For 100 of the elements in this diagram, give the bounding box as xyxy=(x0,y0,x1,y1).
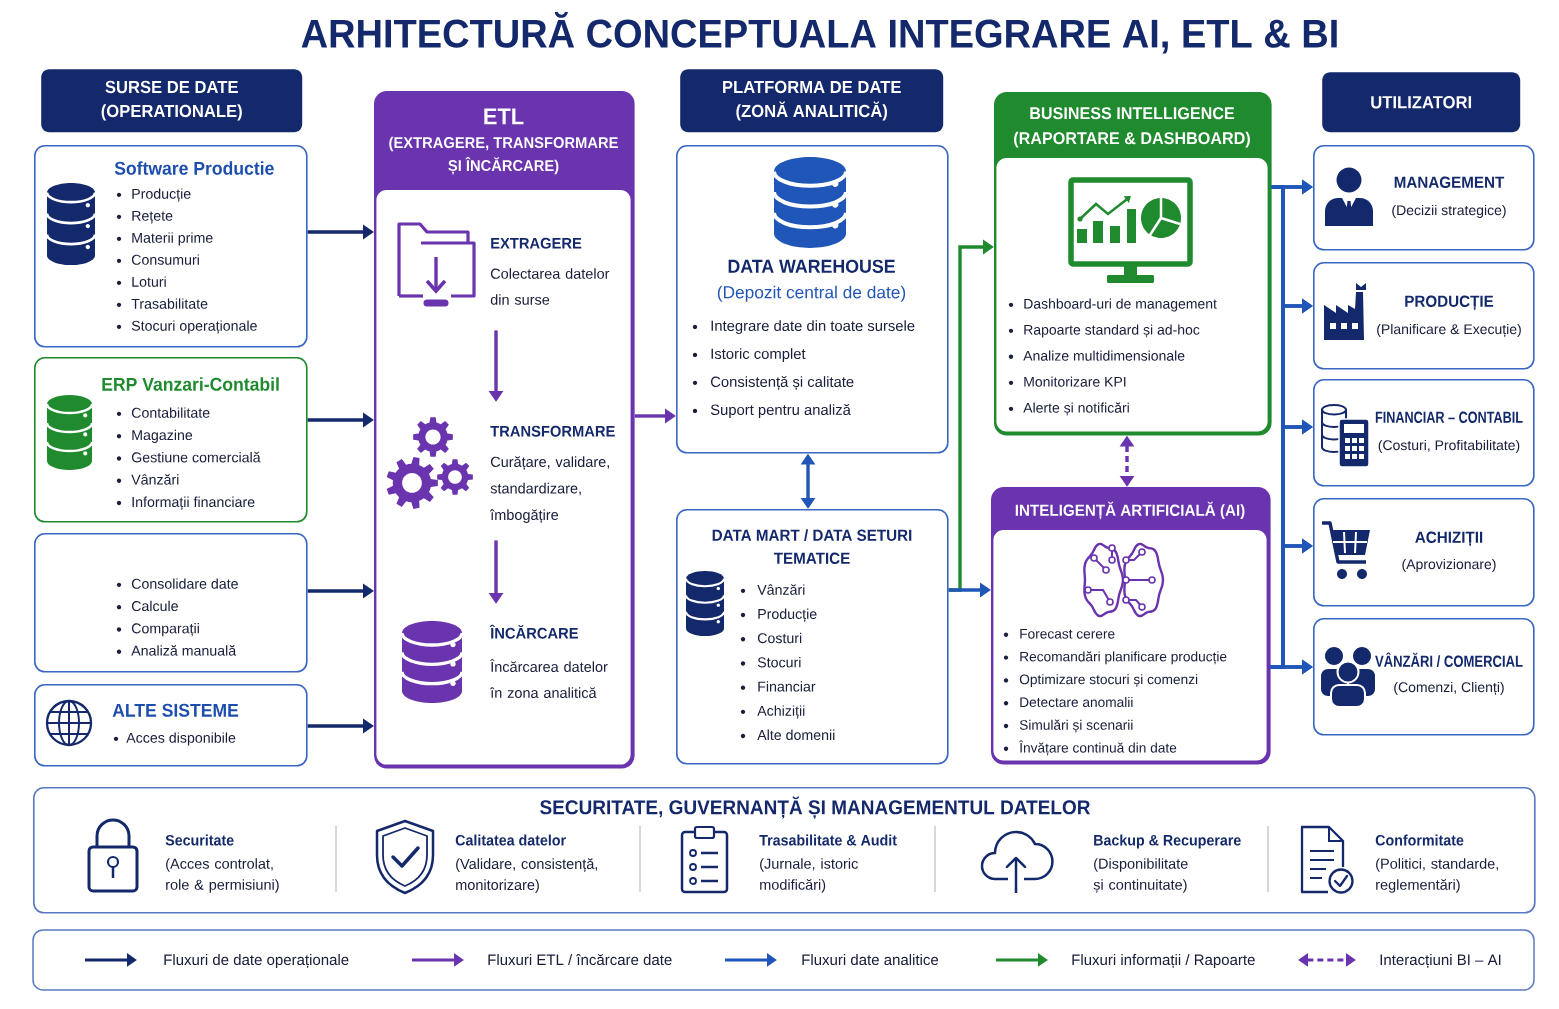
list-item: Loturi xyxy=(116,276,166,287)
panel-heading: INTELIGENȚĂ ARTIFICIALĂ (AI) xyxy=(1015,501,1245,520)
role-title: FINANCIAR – CONTABIL xyxy=(1375,411,1523,423)
item-title: Securitate xyxy=(165,834,234,846)
list-item: Alerte și notificări xyxy=(1008,402,1129,416)
item-text: (Politici, standarde, reglementări) xyxy=(1376,858,1498,893)
item-text: (Acces controlat, role & permisiuni) xyxy=(166,858,279,893)
list-item: Stocuri xyxy=(740,657,801,668)
list-item: Costuri xyxy=(740,632,802,644)
list-item: Contabilitate xyxy=(116,407,210,418)
heading: ERP Vanzari-Contabil xyxy=(102,377,279,391)
list-item: Forecast cerere xyxy=(1003,629,1115,639)
list-item: Consolidare date xyxy=(116,578,238,589)
role-card xyxy=(1313,262,1535,370)
list-item: Analize multidimensionale xyxy=(1008,350,1185,361)
panel xyxy=(991,486,1271,765)
list-item: Vânzări xyxy=(116,474,179,485)
legend-label: Fluxuri de date operaționale xyxy=(164,954,349,969)
list-item: Suport pentru analiză xyxy=(692,403,851,418)
legend-label: Interacțiuni BI – AI xyxy=(1380,954,1501,969)
list-item: Financiar xyxy=(740,681,816,692)
card xyxy=(676,508,949,765)
panel xyxy=(33,787,1536,914)
step-text: Colectarea datelor din surse xyxy=(490,268,610,305)
column-header: PLATFORMA DE DATE (ZONĂ ANALITICĂ) xyxy=(680,69,944,133)
list-item: Informații financiare xyxy=(116,496,255,510)
role-text: (Planificare & Execuție) xyxy=(1377,323,1521,337)
list-item: Optimizare stocuri și comenzi xyxy=(1003,674,1198,687)
item-title: Trasabilitate & Audit xyxy=(759,834,897,846)
list-item: Achiziții xyxy=(740,705,805,719)
panel-heading: BUSINESS INTELLIGENCE (RAPORTARE & DASHBOARD) xyxy=(1014,107,1250,148)
list-item: Monitorizare KPI xyxy=(1008,376,1126,387)
role-title: ACHIZIȚII xyxy=(1415,531,1483,547)
list-item: Alte domenii xyxy=(740,729,835,740)
step-text: Încărcarea datelor în zona analitică xyxy=(489,659,608,698)
legend-label: Fluxuri ETL / încărcare date xyxy=(488,953,672,966)
role-title: PRODUCȚIE xyxy=(1405,295,1494,311)
item-text: (Validare, consistență, monitorizare) xyxy=(456,858,598,893)
legend-label: Fluxuri informații / Rapoarte xyxy=(1072,954,1255,969)
list-item: Rețete xyxy=(116,210,173,224)
panel-heading: ETL xyxy=(484,108,524,125)
heading: DATA MART / DATA SETURI TEMATICE xyxy=(712,529,912,564)
item-title: Calitatea datelor xyxy=(455,834,566,846)
role-card xyxy=(1313,498,1535,607)
role-text: (Comenzi, Clienți) xyxy=(1394,681,1504,695)
list-item: Recomandări planificare producție xyxy=(1003,651,1227,665)
role-card xyxy=(1313,145,1535,251)
legend-label: Fluxuri date analitice xyxy=(802,954,939,966)
panel-heading: (EXTRAGERE, TRANSFORMARE ȘI ÎNCĂRCARE) xyxy=(389,136,618,175)
list-item: Magazine xyxy=(116,429,193,443)
list-item: Dashboard-uri de management xyxy=(1008,298,1217,312)
list-item: Materii prime xyxy=(116,232,213,246)
list-item: Vânzări xyxy=(740,584,805,595)
role-title: MANAGEMENT xyxy=(1394,176,1505,188)
item-title: Conformitate xyxy=(1375,834,1464,846)
list-item: Producție xyxy=(740,608,817,622)
list-item: Istoric complet xyxy=(692,348,806,362)
list-item: Comparații xyxy=(116,623,199,637)
list-item: Rapoarte standard și ad-hoc xyxy=(1008,324,1200,338)
list-item: Simulări și scenarii xyxy=(1003,719,1133,733)
list-item: Analiză manuală xyxy=(116,645,237,656)
role-title: VÂNZĂRI / COMERCIAL xyxy=(1375,652,1523,668)
column-header: UTILIZATORI xyxy=(1322,72,1521,133)
source-box xyxy=(34,145,308,348)
list-item: Producție xyxy=(116,188,191,202)
source-box xyxy=(34,533,308,673)
list-item: Detectare anomalii xyxy=(1003,697,1133,708)
role-text: (Costuri, Profitabilitate) xyxy=(1378,439,1520,453)
list-item: Calcule xyxy=(116,600,178,612)
list-item: Acces disponibile xyxy=(113,732,236,746)
list-item: Trasabilitate xyxy=(116,298,208,309)
source-box xyxy=(34,684,308,767)
panel xyxy=(374,91,635,769)
step-title: ÎNCĂRCARE xyxy=(489,624,578,639)
role-card xyxy=(1313,618,1535,736)
section-title: SECURITATE, GUVERNANȚĂ ȘI MANAGEMENTUL DATELOR xyxy=(540,796,1091,819)
step-text: Curățare, validare, standardizare, îmbogățire xyxy=(489,456,609,523)
source-box xyxy=(34,356,308,523)
list-item: Consistență și calitate xyxy=(692,375,854,390)
list-item: Stocuri operaționale xyxy=(116,320,257,334)
step-title: EXTRAGERE xyxy=(491,237,582,249)
subtitle: (Depozit central de date) xyxy=(717,285,906,302)
item-text: (Disponibilitate și continuitate) xyxy=(1093,858,1188,893)
item-text: (Jurnale, istoric modificări) xyxy=(760,858,858,893)
list-item: Învățare continuă din date xyxy=(1003,740,1177,756)
title: ARHITECTURĂ CONCEPTUALA INTEGRARE AI, ETL & BI xyxy=(301,12,1337,54)
list-item: Consumuri xyxy=(116,254,199,265)
role-card xyxy=(1313,378,1535,487)
panel xyxy=(994,92,1272,436)
list-item: Gestiune comercială xyxy=(116,451,261,463)
column-header: SURSE DE DATE (OPERATIONALE) xyxy=(41,69,303,133)
item-title: Backup & Recuperare xyxy=(1094,834,1241,849)
role-text: (Aprovizionare) xyxy=(1402,558,1496,572)
step-title: TRANSFORMARE xyxy=(490,425,615,437)
list-item: Integrare date din toate sursele xyxy=(692,320,915,334)
card xyxy=(676,145,949,454)
heading: Software Productie xyxy=(114,161,274,175)
heading: ALTE SISTEME xyxy=(112,703,239,717)
role-text: (Decizii strategice) xyxy=(1392,204,1506,218)
heading: DATA WAREHOUSE xyxy=(728,259,895,273)
